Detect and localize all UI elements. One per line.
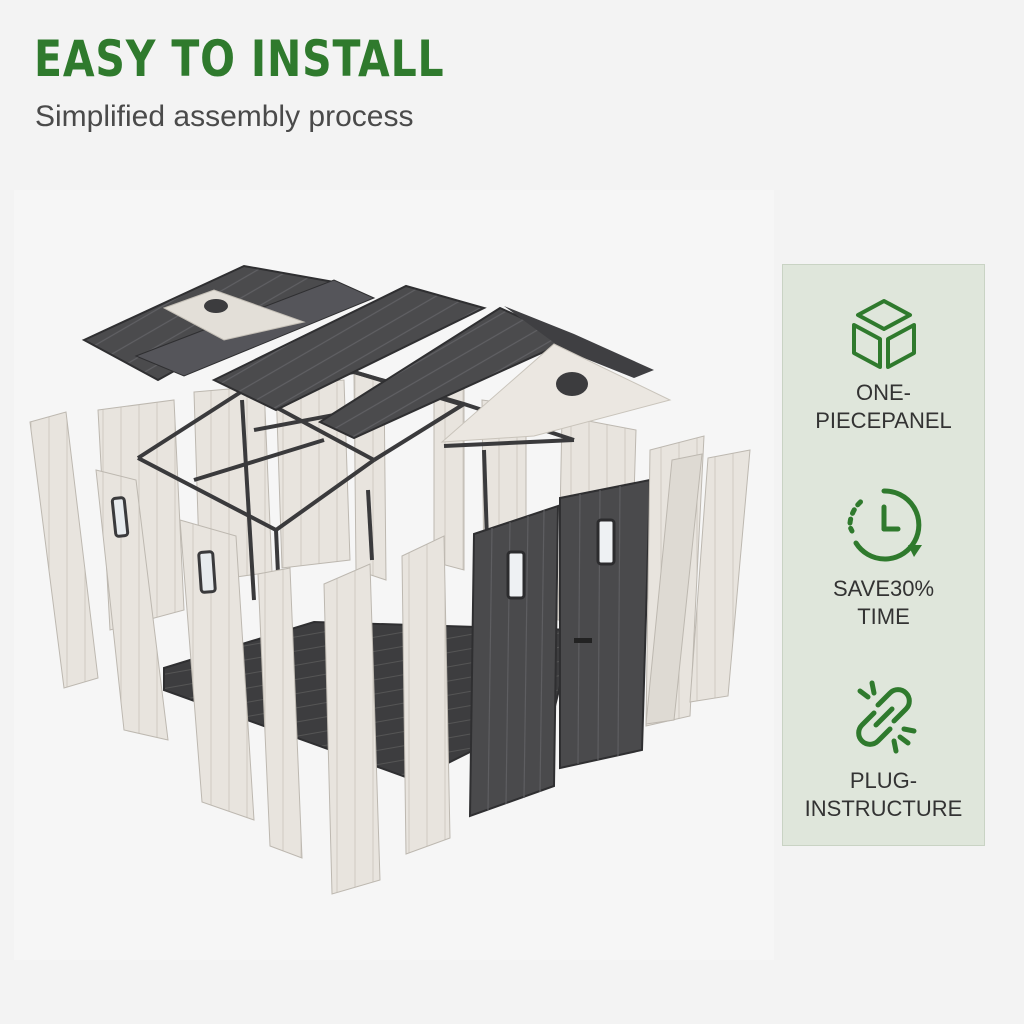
- link-icon: [855, 680, 916, 754]
- left-wall-panel-1: [29, 411, 99, 689]
- back-gable-vent: [204, 299, 228, 313]
- roof-ridge: [504, 306, 654, 378]
- exploded-shed-drawing: [29, 264, 751, 895]
- cube-icon: [851, 299, 916, 369]
- back-wall-panel-3: [275, 379, 351, 569]
- right-wall-panel-3: [689, 449, 751, 703]
- feature-save-time-line1: SAVE30%: [832, 576, 935, 601]
- shed-illustration: [14, 190, 774, 960]
- back-gable: [162, 289, 306, 341]
- feature-plug-in-structure: PLUG- INSTRUCTURE: [783, 675, 984, 823]
- door-handle: [574, 638, 592, 643]
- left-wall-panel-4: [257, 567, 303, 859]
- features-panel: ONE- PIECEPANEL SAVE30% TIME: [782, 264, 985, 846]
- left-wall-panel-2: [95, 469, 169, 741]
- left-window-1: [110, 496, 130, 538]
- front-wall-panel-1: [323, 563, 381, 895]
- right-door-window: [596, 518, 616, 566]
- feature-save-time-label: SAVE30% TIME: [783, 575, 984, 631]
- front-gable: [440, 343, 672, 443]
- headline: EASY TO INSTALL: [34, 30, 445, 88]
- feature-plug-in-structure-label: PLUG- INSTRUCTURE: [783, 767, 984, 823]
- feature-plug-in-structure-line2: INSTRUCTURE: [804, 796, 963, 821]
- feature-one-piece-panel-line1: ONE-: [856, 380, 911, 405]
- feature-one-piece-panel: ONE- PIECEPANEL: [783, 295, 984, 435]
- left-door: [468, 504, 560, 818]
- front-gable-vent: [556, 372, 588, 396]
- feature-save-time-line2: TIME: [857, 604, 910, 629]
- left-wall-panel-3: [179, 519, 255, 821]
- left-door-window: [506, 550, 526, 600]
- feature-one-piece-panel-line2: PIECEPANEL: [815, 408, 952, 433]
- feature-save-time: SAVE30% TIME: [783, 483, 984, 631]
- left-window-2: [197, 550, 217, 594]
- right-wall-panel-2: [645, 453, 703, 725]
- front-wall-panel-2: [401, 535, 451, 855]
- clock-icon: [847, 488, 922, 562]
- feature-one-piece-panel-label: ONE- PIECEPANEL: [783, 379, 984, 435]
- subheadline: Simplified assembly process: [35, 100, 414, 133]
- roof-panel-3: [211, 284, 487, 412]
- feature-plug-in-structure-line1: PLUG-: [849, 768, 918, 793]
